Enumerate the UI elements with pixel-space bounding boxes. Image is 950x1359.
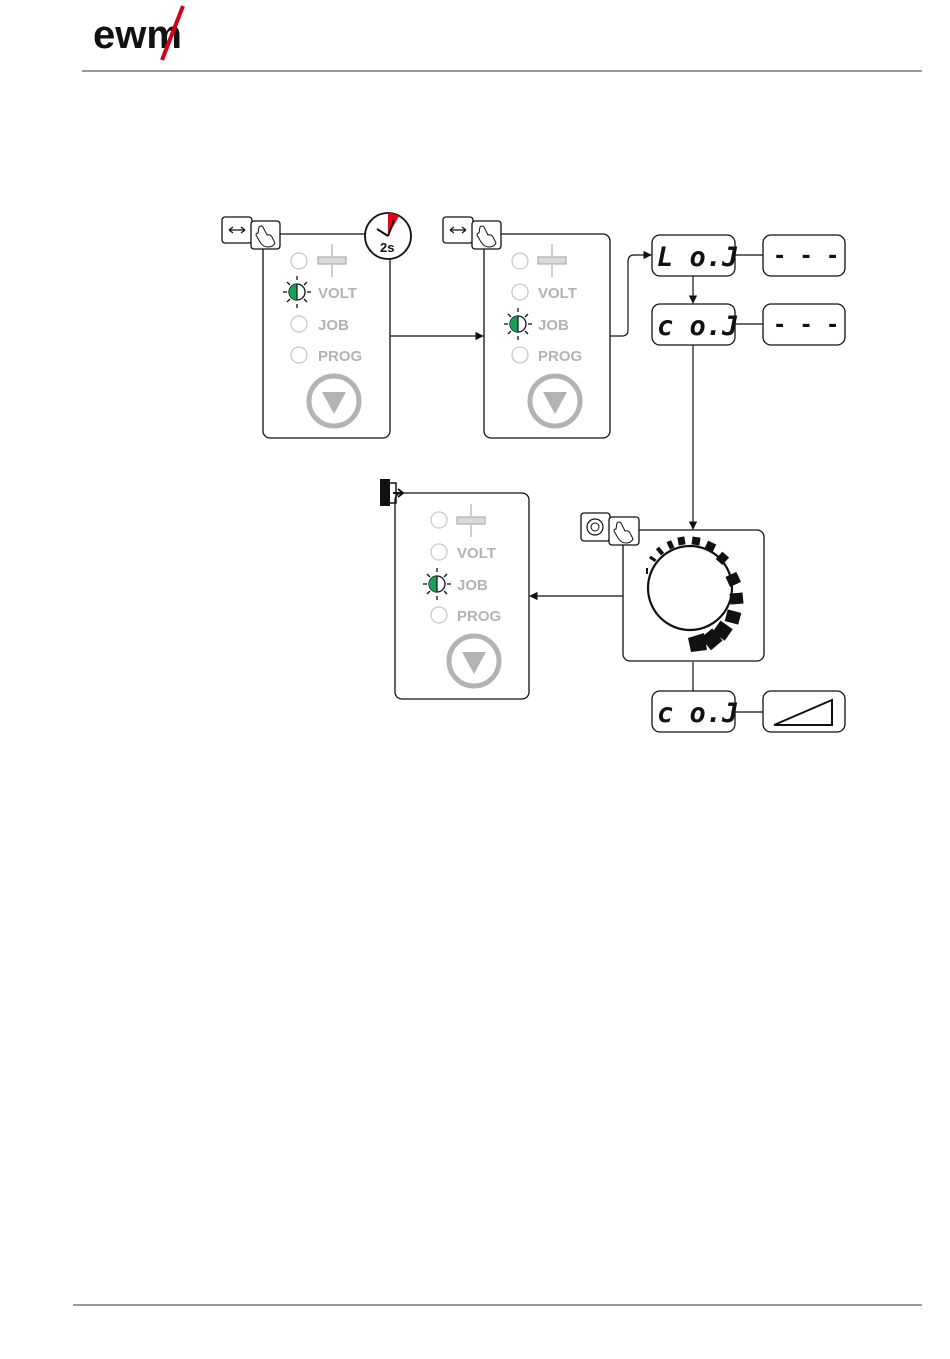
toggle-button-icon <box>443 217 473 243</box>
hand-press-icon <box>609 517 639 545</box>
down-arrow-button-icon <box>530 376 580 426</box>
display-cod: c o.J <box>657 311 738 342</box>
rotary-knob-icon <box>581 513 610 541</box>
label-volt: VOLT <box>457 545 496 562</box>
control-panel-1: 2s VOLT JOB PROG <box>222 213 411 438</box>
logo-text: ewm <box>93 13 182 57</box>
label-volt: VOLT <box>538 285 577 302</box>
display-dashes-2: - - - <box>773 313 839 338</box>
toggle-button-icon <box>222 217 252 243</box>
label-job: JOB <box>318 317 349 334</box>
label-job: JOB <box>538 317 569 334</box>
led-job <box>291 316 307 332</box>
label-volt: VOLT <box>318 285 357 302</box>
display-cod-final: c o.J <box>657 698 738 729</box>
down-arrow-button-icon <box>449 636 499 686</box>
led-prog <box>431 607 447 623</box>
connector-p2-to-display1 <box>610 255 651 336</box>
led-thickness <box>291 253 307 269</box>
down-arrow-button-icon <box>309 376 359 426</box>
display-lod: L o.J <box>657 242 738 273</box>
label-prog: PROG <box>457 608 501 625</box>
led-thickness <box>431 512 447 528</box>
display-dashes-1: - - - <box>773 244 839 269</box>
hand-press-icon <box>251 221 280 249</box>
led-volt <box>431 544 447 560</box>
timer-label: 2s <box>380 240 394 255</box>
brand-logo: ewm <box>93 6 183 60</box>
led-volt <box>512 284 528 300</box>
led-prog <box>512 347 528 363</box>
rotary-knob-panel <box>581 513 764 661</box>
label-job: JOB <box>457 577 488 594</box>
led-prog <box>291 347 307 363</box>
timer-2s-icon: 2s <box>365 213 411 259</box>
led-thickness <box>512 253 528 269</box>
label-prog: PROG <box>318 348 362 365</box>
hand-press-icon <box>472 221 501 249</box>
control-panel-3: VOLT JOB PROG <box>380 479 529 699</box>
label-prog: PROG <box>538 348 582 365</box>
control-panel-2: VOLT JOB PROG <box>443 217 610 438</box>
